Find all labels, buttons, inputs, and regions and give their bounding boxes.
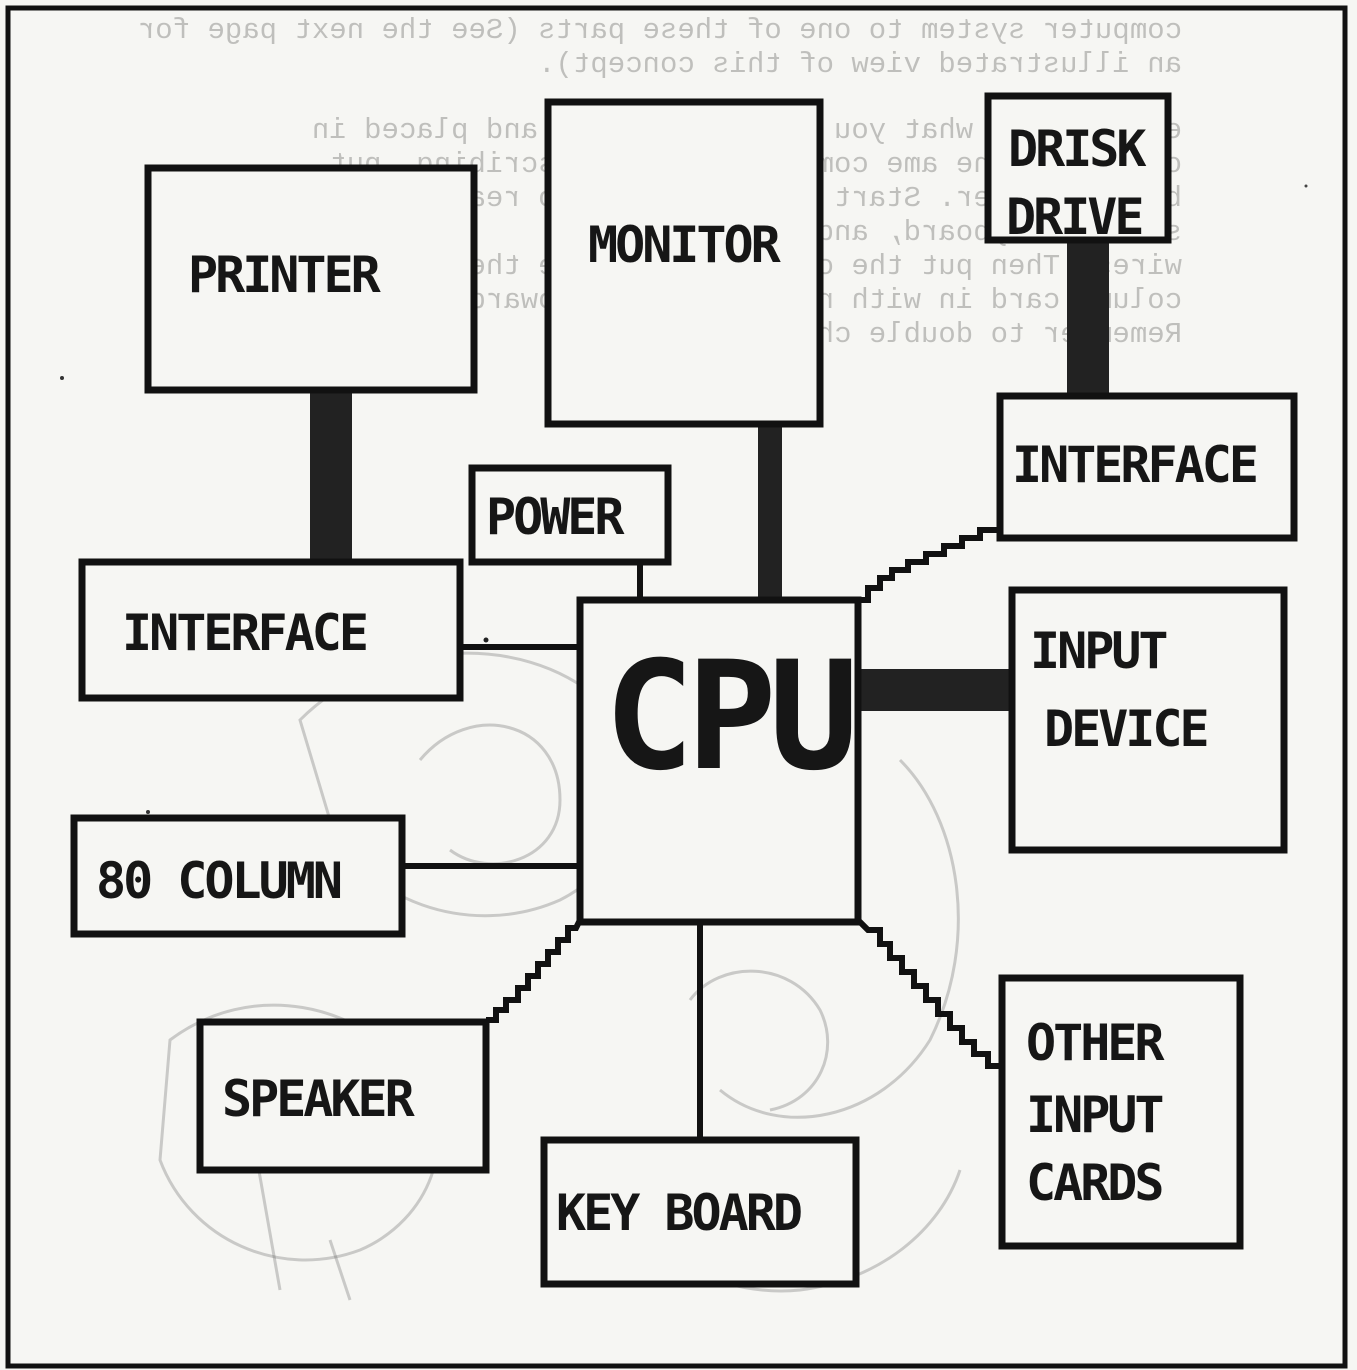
node-speaker: SPEAKER [196, 1018, 490, 1174]
input-device-label-line2: DEVICE [1044, 700, 1207, 758]
interface-right-label: INTERFACE [1012, 436, 1256, 494]
node-disk-drive: DRISK DRIVE [984, 92, 1172, 246]
connector-other-cards-cpu [855, 917, 1002, 1069]
input-device-label-line1: INPUT [1030, 622, 1166, 680]
node-80-column: 80 COLUMN [70, 814, 406, 938]
node-cpu: CPU [576, 596, 862, 926]
interface-left-label: INTERFACE [122, 604, 366, 662]
node-interface-right: INTERFACE [996, 392, 1298, 542]
80-column-label: 80 COLUMN [96, 852, 341, 910]
printer-label: PRINTER [188, 246, 382, 304]
disk-drive-label-line2: DRIVE [1006, 188, 1142, 246]
monitor-label: MONITOR [588, 216, 782, 274]
node-interface-left: INTERFACE [78, 558, 464, 702]
power-label: POWER [486, 488, 625, 546]
node-printer: PRINTER [144, 164, 478, 394]
node-input-device: INPUT DEVICE [1008, 586, 1288, 854]
node-power: POWER [468, 464, 672, 566]
connectors [310, 240, 1109, 1140]
connector-interface-right-cpu [860, 527, 998, 603]
other-cards-label-line1: OTHER [1026, 1014, 1165, 1072]
speaker-label: SPEAKER [222, 1070, 416, 1128]
node-keyboard: KEY BOARD [540, 1136, 860, 1288]
cpu-label: CPU [604, 630, 852, 804]
other-cards-label-line3: CARDS [1026, 1154, 1162, 1212]
node-monitor: MONITOR [544, 98, 824, 428]
node-other-input-cards: OTHER INPUT CARDS [998, 974, 1244, 1250]
disk-drive-label-line1: DRISK [1008, 120, 1146, 178]
keyboard-label: KEY BOARD [556, 1184, 801, 1242]
scan-specks [60, 184, 1308, 814]
outer-frame [5, 5, 1348, 1369]
other-cards-label-line2: INPUT [1026, 1086, 1162, 1144]
connector-speaker-cpu [486, 918, 583, 1023]
